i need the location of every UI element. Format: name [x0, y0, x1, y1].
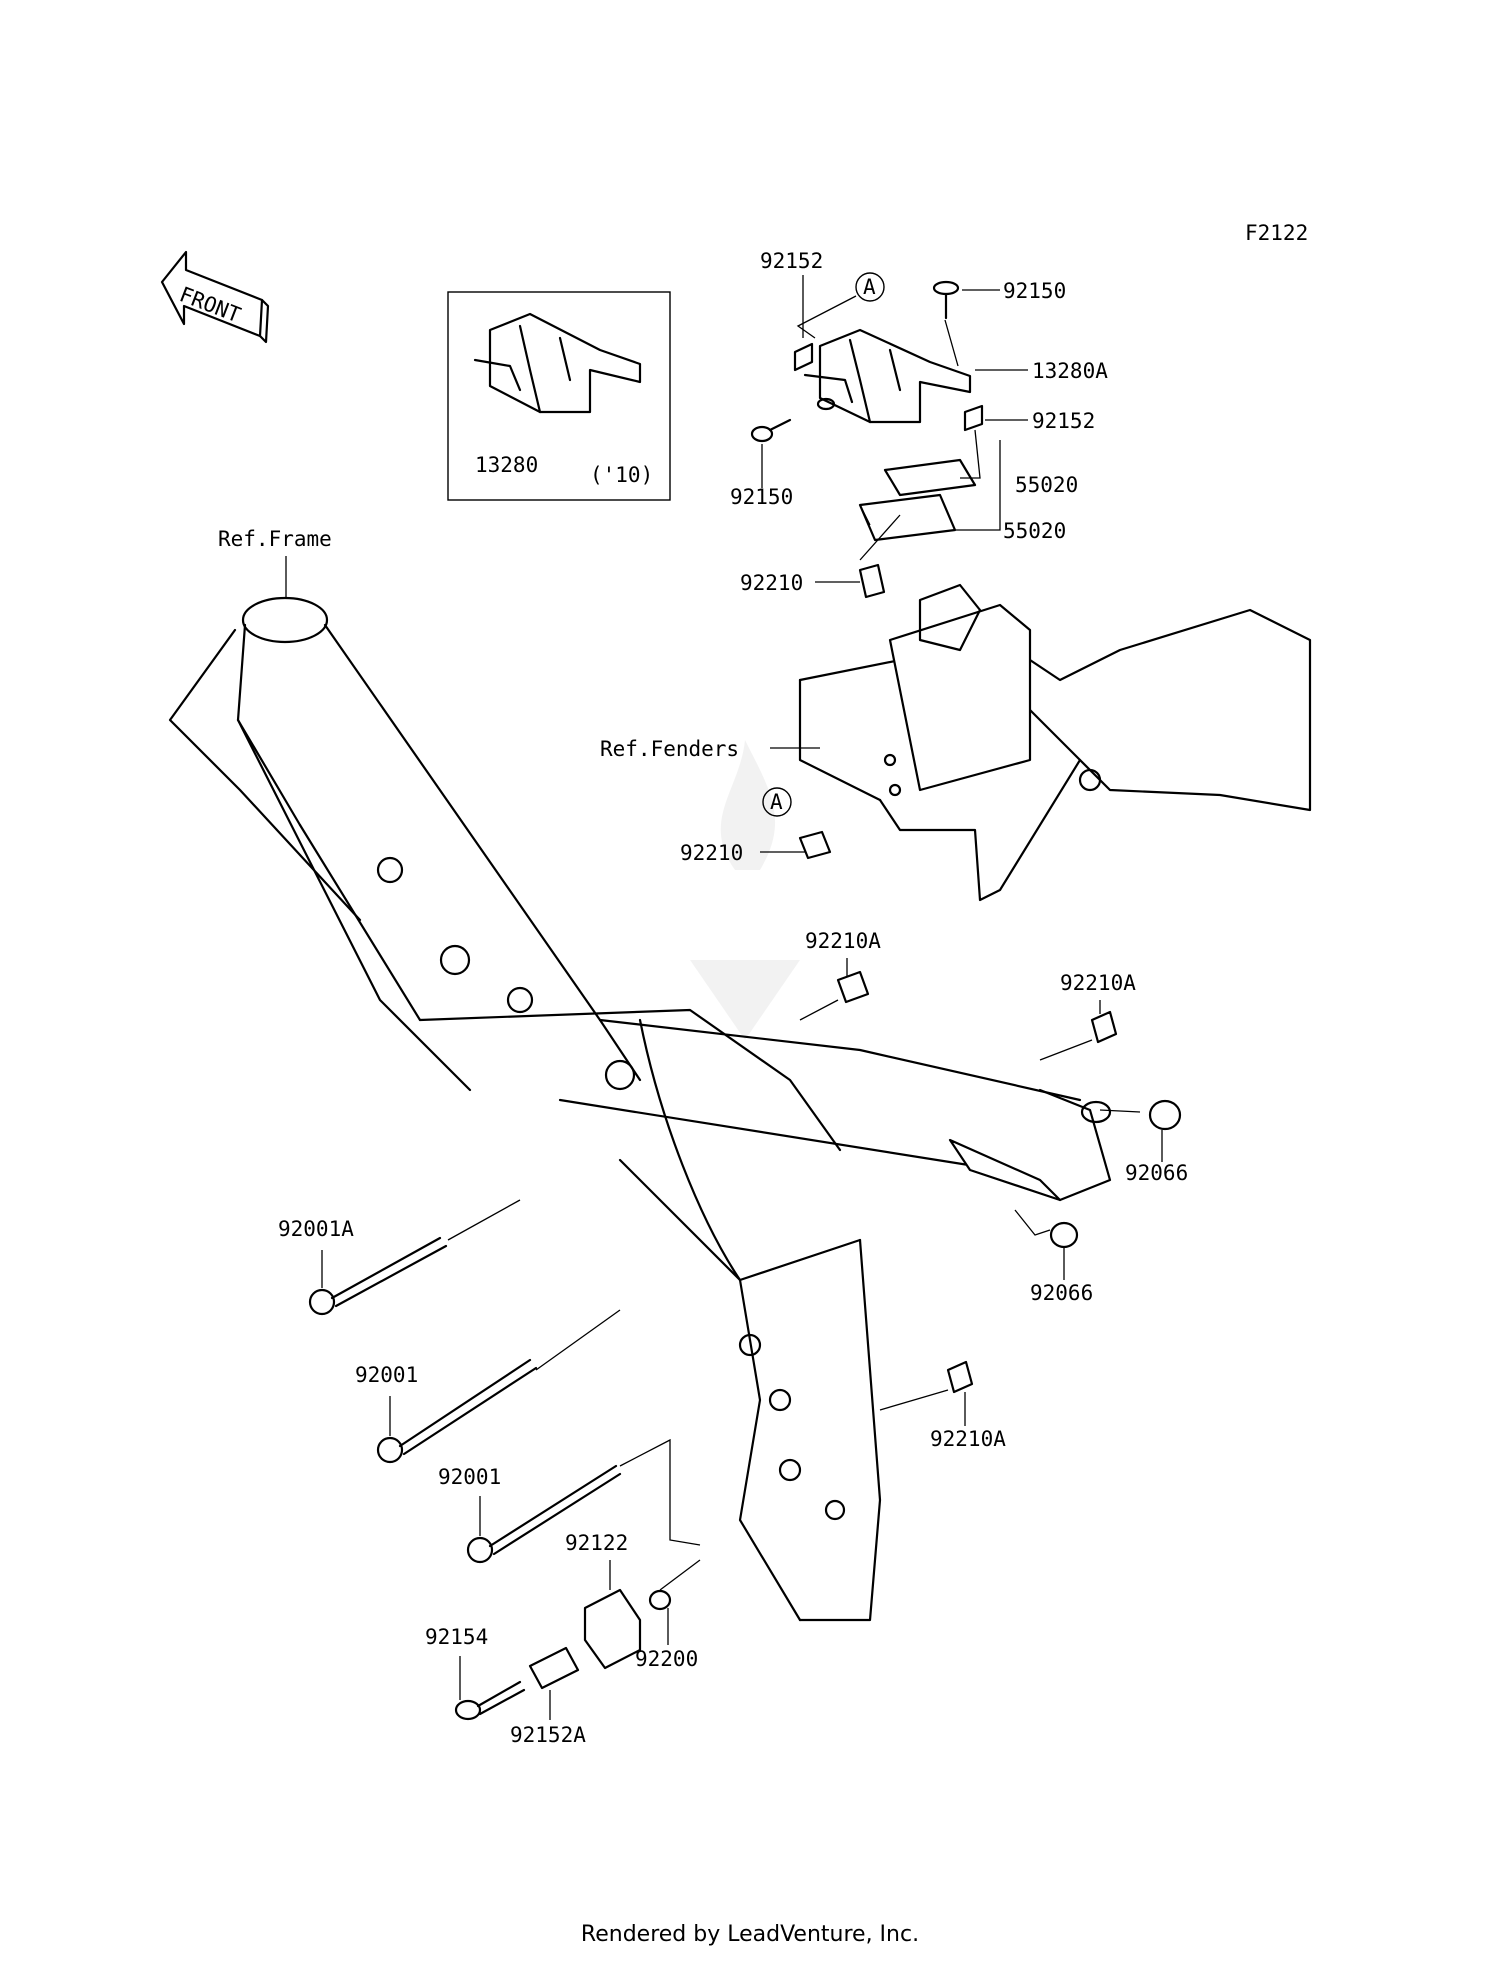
nut-92210A-c — [946, 1360, 974, 1394]
label-92150-top: 92150 — [1003, 279, 1066, 303]
front-arrow-icon: FRONT — [160, 250, 270, 344]
label-92210A-c: 92210A — [930, 1427, 1006, 1451]
inset-box: 13280 ('10) — [447, 291, 671, 501]
nut-92152-mid — [963, 404, 984, 432]
collar-92152A — [528, 1646, 580, 1690]
bolt-92001A — [308, 1236, 448, 1316]
ref-fenders-label: Ref.Fenders — [600, 737, 739, 761]
fender-assembly — [798, 583, 1312, 902]
label-55020-a: 55020 — [1015, 473, 1078, 497]
label-92210-b: 92210 — [680, 841, 743, 865]
ref-frame-label: Ref.Frame — [218, 527, 332, 551]
pad-55020-b — [858, 493, 957, 542]
label-92152-mid: 92152 — [1032, 409, 1095, 433]
svg-text:A: A — [863, 275, 876, 299]
label-92200: 92200 — [635, 1647, 698, 1671]
label-92150-left: 92150 — [730, 485, 793, 509]
nut-92152-top — [793, 342, 814, 372]
battery-bracket-13280A — [803, 328, 972, 424]
label-92122: 92122 — [565, 1531, 628, 1555]
label-92210-a: 92210 — [740, 571, 803, 595]
bolt-92001-a — [376, 1358, 538, 1464]
cap-92066-a — [1148, 1099, 1182, 1131]
main-frame — [168, 596, 1112, 1622]
label-92152A: 92152A — [510, 1723, 586, 1747]
label-92066-a: 92066 — [1125, 1161, 1188, 1185]
watermark-logo — [690, 740, 800, 1040]
inset-part-label: 13280 — [475, 453, 538, 477]
bolt-92001-b — [466, 1464, 622, 1564]
label-92001A: 92001A — [278, 1217, 354, 1241]
part-labels: 92152 92150 13280A 92152 92150 55020 550… — [278, 249, 1188, 1747]
marker-a-top: A — [855, 272, 885, 302]
clip-92210-b — [798, 830, 832, 860]
bolt-92150-top — [932, 280, 960, 320]
label-13280A: 13280A — [1032, 359, 1108, 383]
figure-code: F2122 — [1245, 221, 1308, 245]
label-92001-a: 92001 — [355, 1363, 418, 1387]
nut-92210A-b — [1090, 1010, 1118, 1044]
footer-credit: Rendered by LeadVenture, Inc. — [580, 1922, 920, 1947]
inset-note: ('10) — [590, 463, 653, 487]
collar-92122 — [583, 1588, 642, 1670]
pad-55020-a — [883, 458, 977, 497]
label-92210A-a: 92210A — [805, 929, 881, 953]
label-92154: 92154 — [425, 1625, 488, 1649]
label-92152-top: 92152 — [760, 249, 823, 273]
label-92066-b: 92066 — [1030, 1281, 1093, 1305]
marker-a-fender: A — [762, 787, 792, 817]
label-92001-b: 92001 — [438, 1465, 501, 1489]
bolt-92150-left — [750, 418, 792, 443]
nut-92210A-a — [836, 970, 870, 1004]
clip-92210-a — [858, 563, 886, 599]
inset-bracket-13280 — [473, 312, 642, 414]
cap-92066-b — [1049, 1221, 1079, 1249]
label-92210A-b: 92210A — [1060, 971, 1136, 995]
label-55020-b: 55020 — [1003, 519, 1066, 543]
bolt-92154 — [454, 1680, 526, 1721]
washer-92200 — [648, 1589, 672, 1611]
leader-lines — [321, 275, 1163, 1720]
svg-text:A: A — [770, 790, 783, 814]
